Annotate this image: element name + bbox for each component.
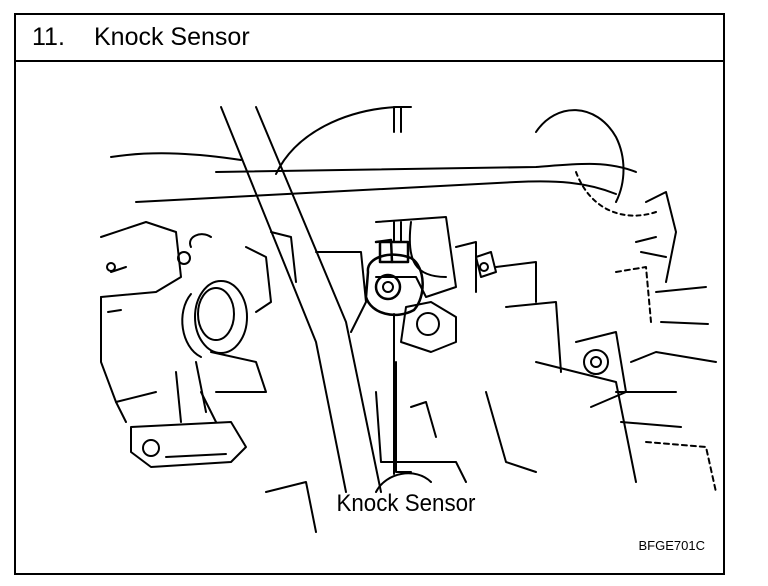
section-title: Knock Sensor: [94, 23, 250, 51]
figure-code: BFGE701C: [638, 538, 705, 553]
engine-illustration: [100, 106, 717, 533]
section-header: 11. Knock Sensor: [16, 15, 723, 62]
manual-page-frame: 11. Knock Sensor: [14, 13, 725, 575]
section-number: 11.: [32, 23, 65, 51]
knock-sensor-callout-label: Knock Sensor: [336, 490, 476, 517]
